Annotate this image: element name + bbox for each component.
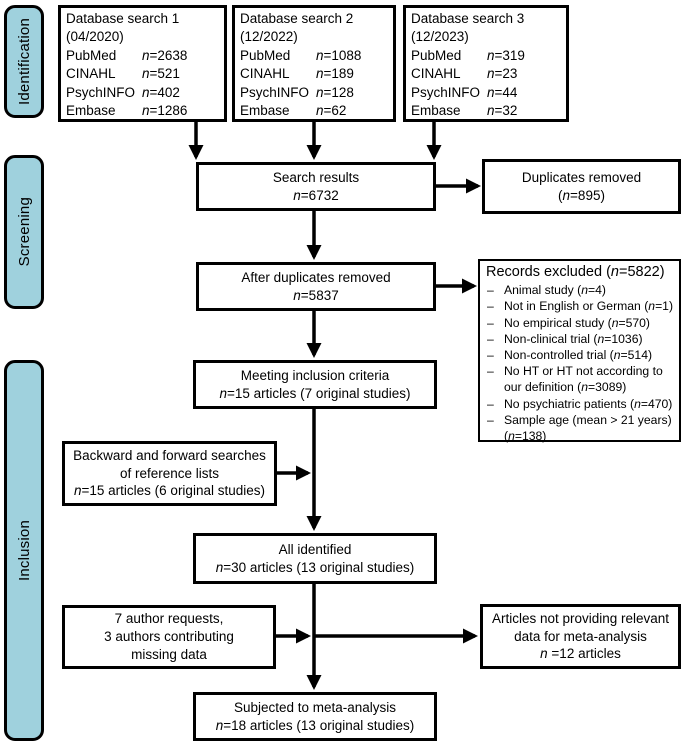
italic-n: n: [142, 47, 150, 63]
author-requests-line3: missing data: [131, 646, 207, 662]
db3-row-psychinfo: PsychINFO n=44: [411, 84, 518, 100]
db2-row-pubmed: PubMed n=1088: [240, 47, 362, 63]
db2-date: (12/2022): [240, 29, 298, 45]
stage-inclusion: Inclusion: [4, 360, 44, 741]
dash-bullet: –: [487, 331, 494, 346]
articles-not-providing-line2: data for meta-analysis: [514, 628, 647, 644]
italic-n: n: [142, 84, 150, 100]
italic-n: n: [142, 103, 150, 119]
db3-row-pubmed: PubMed n=319: [411, 47, 525, 63]
backward-forward-line2: of reference lists: [119, 465, 220, 481]
italic-n: n: [316, 47, 324, 63]
italic-n: n: [487, 47, 495, 63]
italic-n: n: [293, 287, 301, 303]
box-records-excluded: Records excluded (n=5822) –Animal study …: [478, 259, 681, 444]
italic-n: n: [316, 103, 324, 119]
box-database-search-3: Database search 3 (12/2023) PubMed n=319…: [403, 5, 569, 122]
db2-row-embase: Embase n=62: [240, 103, 347, 119]
excluded-item: –Animal study (n=4): [487, 283, 606, 298]
articles-not-providing-line1: Articles not providing relevant: [491, 610, 670, 626]
db3-title: Database search 3: [411, 11, 525, 26]
db1-row-pubmed: PubMed n=2638: [66, 47, 188, 63]
stage-inclusion-label: Inclusion: [15, 519, 33, 581]
box-database-search-2: Database search 2 (12/2022) PubMed n=108…: [232, 5, 396, 122]
italic-n: n: [215, 717, 224, 733]
dash-bullet: –: [487, 315, 494, 330]
records-excluded-title: Records excluded (n=5822): [486, 264, 665, 280]
db1-row-embase: Embase n=1286: [66, 103, 188, 119]
stage-screening: Screening: [4, 155, 44, 309]
db1-row-psychinfo: PsychINFO n=402: [66, 84, 180, 100]
dash-bullet: –: [487, 412, 494, 427]
italic-n: n: [142, 66, 150, 82]
box-search-results: Search results n=6732: [196, 162, 436, 211]
db1-title: Database search 1: [66, 11, 180, 26]
italic-n: n: [74, 483, 82, 499]
italic-n: n: [487, 103, 495, 119]
italic-n: n: [540, 646, 548, 662]
box-subjected-meta-analysis: Subjected to meta-analysis n=18 articles…: [193, 692, 437, 741]
italic-n: n: [562, 187, 571, 203]
all-identified-line1: All identified: [278, 541, 352, 557]
box-after-duplicates-removed: After duplicates removed n=5837: [196, 262, 436, 311]
box-meeting-inclusion-criteria: Meeting inclusion criteria n=15 articles…: [193, 360, 437, 409]
italic-n: n: [487, 84, 495, 100]
box-duplicates-removed: Duplicates removed (n=895): [482, 159, 681, 214]
db3-date: (12/2023): [411, 29, 469, 45]
excluded-item: –Non-controlled trial (n=514): [487, 348, 653, 362]
records-excluded-list: –Animal study (n=4) –Not in English or G…: [484, 282, 675, 444]
search-results-line1: Search results: [272, 169, 360, 185]
italic-n: n: [293, 187, 301, 203]
stage-screening-label: Screening: [15, 197, 33, 267]
dash-bullet: –: [487, 348, 494, 362]
backward-forward-line1: Backward and forward searches: [73, 447, 266, 463]
excluded-item: –Non-clinical trial (n=1036): [487, 331, 643, 346]
db3-row-cinahl: CINAHL n=23: [411, 66, 518, 82]
duplicates-removed-line1: Duplicates removed: [521, 169, 642, 185]
italic-n: n: [610, 264, 619, 280]
subjected-line1: Subjected to meta-analysis: [233, 699, 397, 715]
italic-n: n: [316, 84, 324, 100]
dash-bullet: –: [487, 396, 494, 411]
db2-row-psychinfo: PsychINFO n=128: [240, 84, 354, 100]
excluded-item: –No empirical study (n=570): [487, 315, 650, 330]
db3-row-embase: Embase n=32: [411, 103, 518, 119]
db2-title: Database search 2: [240, 11, 354, 26]
italic-n: n: [487, 66, 495, 82]
box-backward-forward-searches: Backward and forward searches of referen…: [62, 441, 277, 506]
after-duplicates-line1: After duplicates removed: [241, 269, 391, 285]
db1-date: (04/2020): [66, 29, 124, 45]
db2-row-cinahl: CINAHL n=189: [240, 66, 354, 82]
author-requests-line1: 7 author requests,: [114, 611, 224, 627]
stage-identification-label: Identification: [15, 17, 33, 106]
excluded-item: –Sample age (mean > 21 years) (n=138): [487, 412, 672, 444]
excluded-item: –No psychiatric patients (n=470): [487, 396, 673, 411]
box-author-requests: 7 author requests, 3 authors contributin…: [62, 605, 276, 669]
excluded-item: –Not in English or German (n=1): [487, 299, 674, 314]
dash-bullet: –: [487, 364, 494, 379]
italic-n: n: [316, 66, 324, 82]
excluded-item: –No HT or HT not according to our defini…: [487, 364, 663, 395]
dash-bullet: –: [487, 283, 494, 298]
meeting-inclusion-line1: Meeting inclusion criteria: [240, 367, 390, 383]
box-all-identified: All identified n=30 articles (13 origina…: [193, 533, 437, 584]
db1-row-cinahl: CINAHL n=521: [66, 66, 180, 82]
italic-n: n: [219, 385, 228, 401]
box-database-search-1: Database search 1 (04/2020) PubMed n=263…: [58, 5, 227, 122]
stage-identification: Identification: [4, 5, 44, 118]
author-requests-line2: 3 authors contributing: [104, 629, 234, 645]
italic-n: n: [215, 559, 224, 575]
dash-bullet: –: [487, 299, 494, 314]
box-articles-not-providing: Articles not providing relevant data for…: [480, 604, 681, 669]
